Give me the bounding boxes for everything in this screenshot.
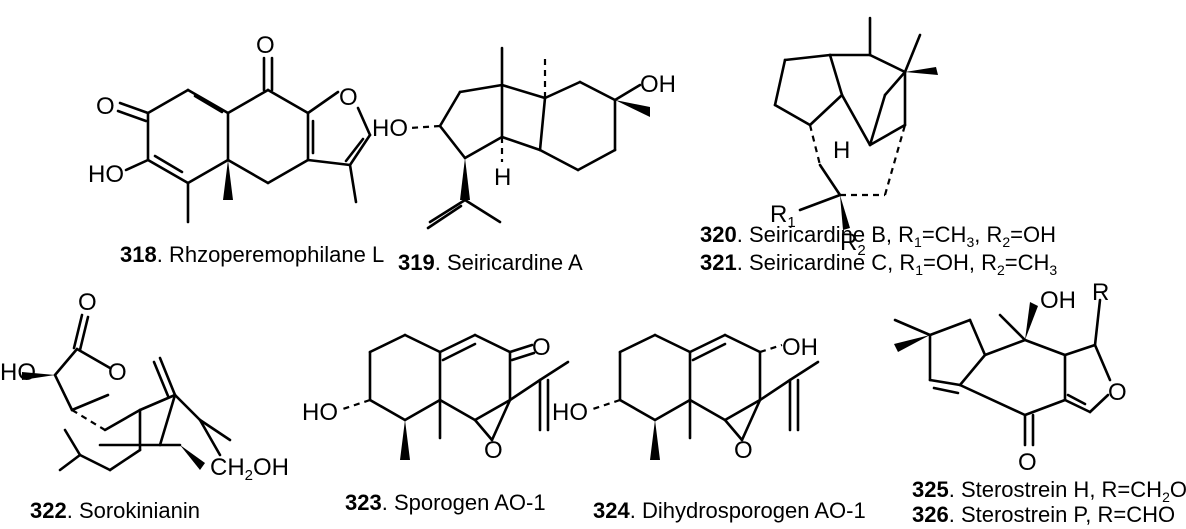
- atom-o: O: [1108, 379, 1127, 406]
- atom-r1: R1: [770, 201, 796, 231]
- compound-label-319: 319. Seiricardine A: [398, 250, 583, 275]
- atom-ch2oh: CH2OH: [210, 454, 289, 484]
- atom-o: O: [484, 437, 503, 464]
- atom-o: O: [256, 32, 275, 59]
- compound-label-325: 325. Sterostrein H, R=CH2OH: [912, 477, 1186, 505]
- atom-o: O: [1018, 449, 1037, 476]
- atom-ho: HO: [302, 399, 338, 426]
- atom-o: O: [96, 93, 115, 120]
- atom-o: O: [734, 437, 753, 464]
- compound-label-321: 321. Seiricardine C, R1=OH, R2=CH3: [700, 250, 1057, 278]
- atom-ho: HO: [552, 399, 588, 426]
- atom-oh: OH: [1040, 287, 1076, 314]
- compound-label-322: 322. Sorokinianin: [30, 498, 200, 523]
- atom-r2: R2: [840, 229, 866, 259]
- atom-h: H: [494, 164, 511, 191]
- structure-318: [116, 56, 372, 224]
- atom-r: R: [1092, 279, 1109, 306]
- compound-label-320: 320. Seiricardine B, R1=CH3, R2=OH: [700, 222, 1056, 250]
- atom-oh: OH: [640, 71, 676, 98]
- compound-label-323: 323. Sporogen AO-1: [345, 490, 546, 515]
- atom-o: O: [108, 359, 127, 386]
- atom-oh: OH: [782, 334, 818, 361]
- atom-o: O: [532, 334, 551, 361]
- structure-323: [339, 333, 570, 460]
- atom-ho: HO: [0, 359, 36, 386]
- atom-ho: HO: [372, 115, 408, 142]
- atom-h: H: [833, 137, 850, 164]
- atom-ho: HO: [88, 161, 124, 188]
- atom-o: O: [78, 289, 97, 316]
- structure-319: [409, 46, 650, 230]
- structure-320-321: [773, 16, 938, 230]
- structure-324: [589, 333, 820, 460]
- compound-label-326: 326. Sterostrein P, R=CHO: [912, 502, 1175, 527]
- compound-label-324: 324. Dihydrosporogen AO-1: [593, 498, 866, 523]
- structure-325-326: [893, 298, 1112, 447]
- compound-label-318: 318. Rhzoperemophilane L: [120, 242, 384, 267]
- structure-322: [22, 313, 232, 472]
- atom-o: O: [339, 84, 358, 111]
